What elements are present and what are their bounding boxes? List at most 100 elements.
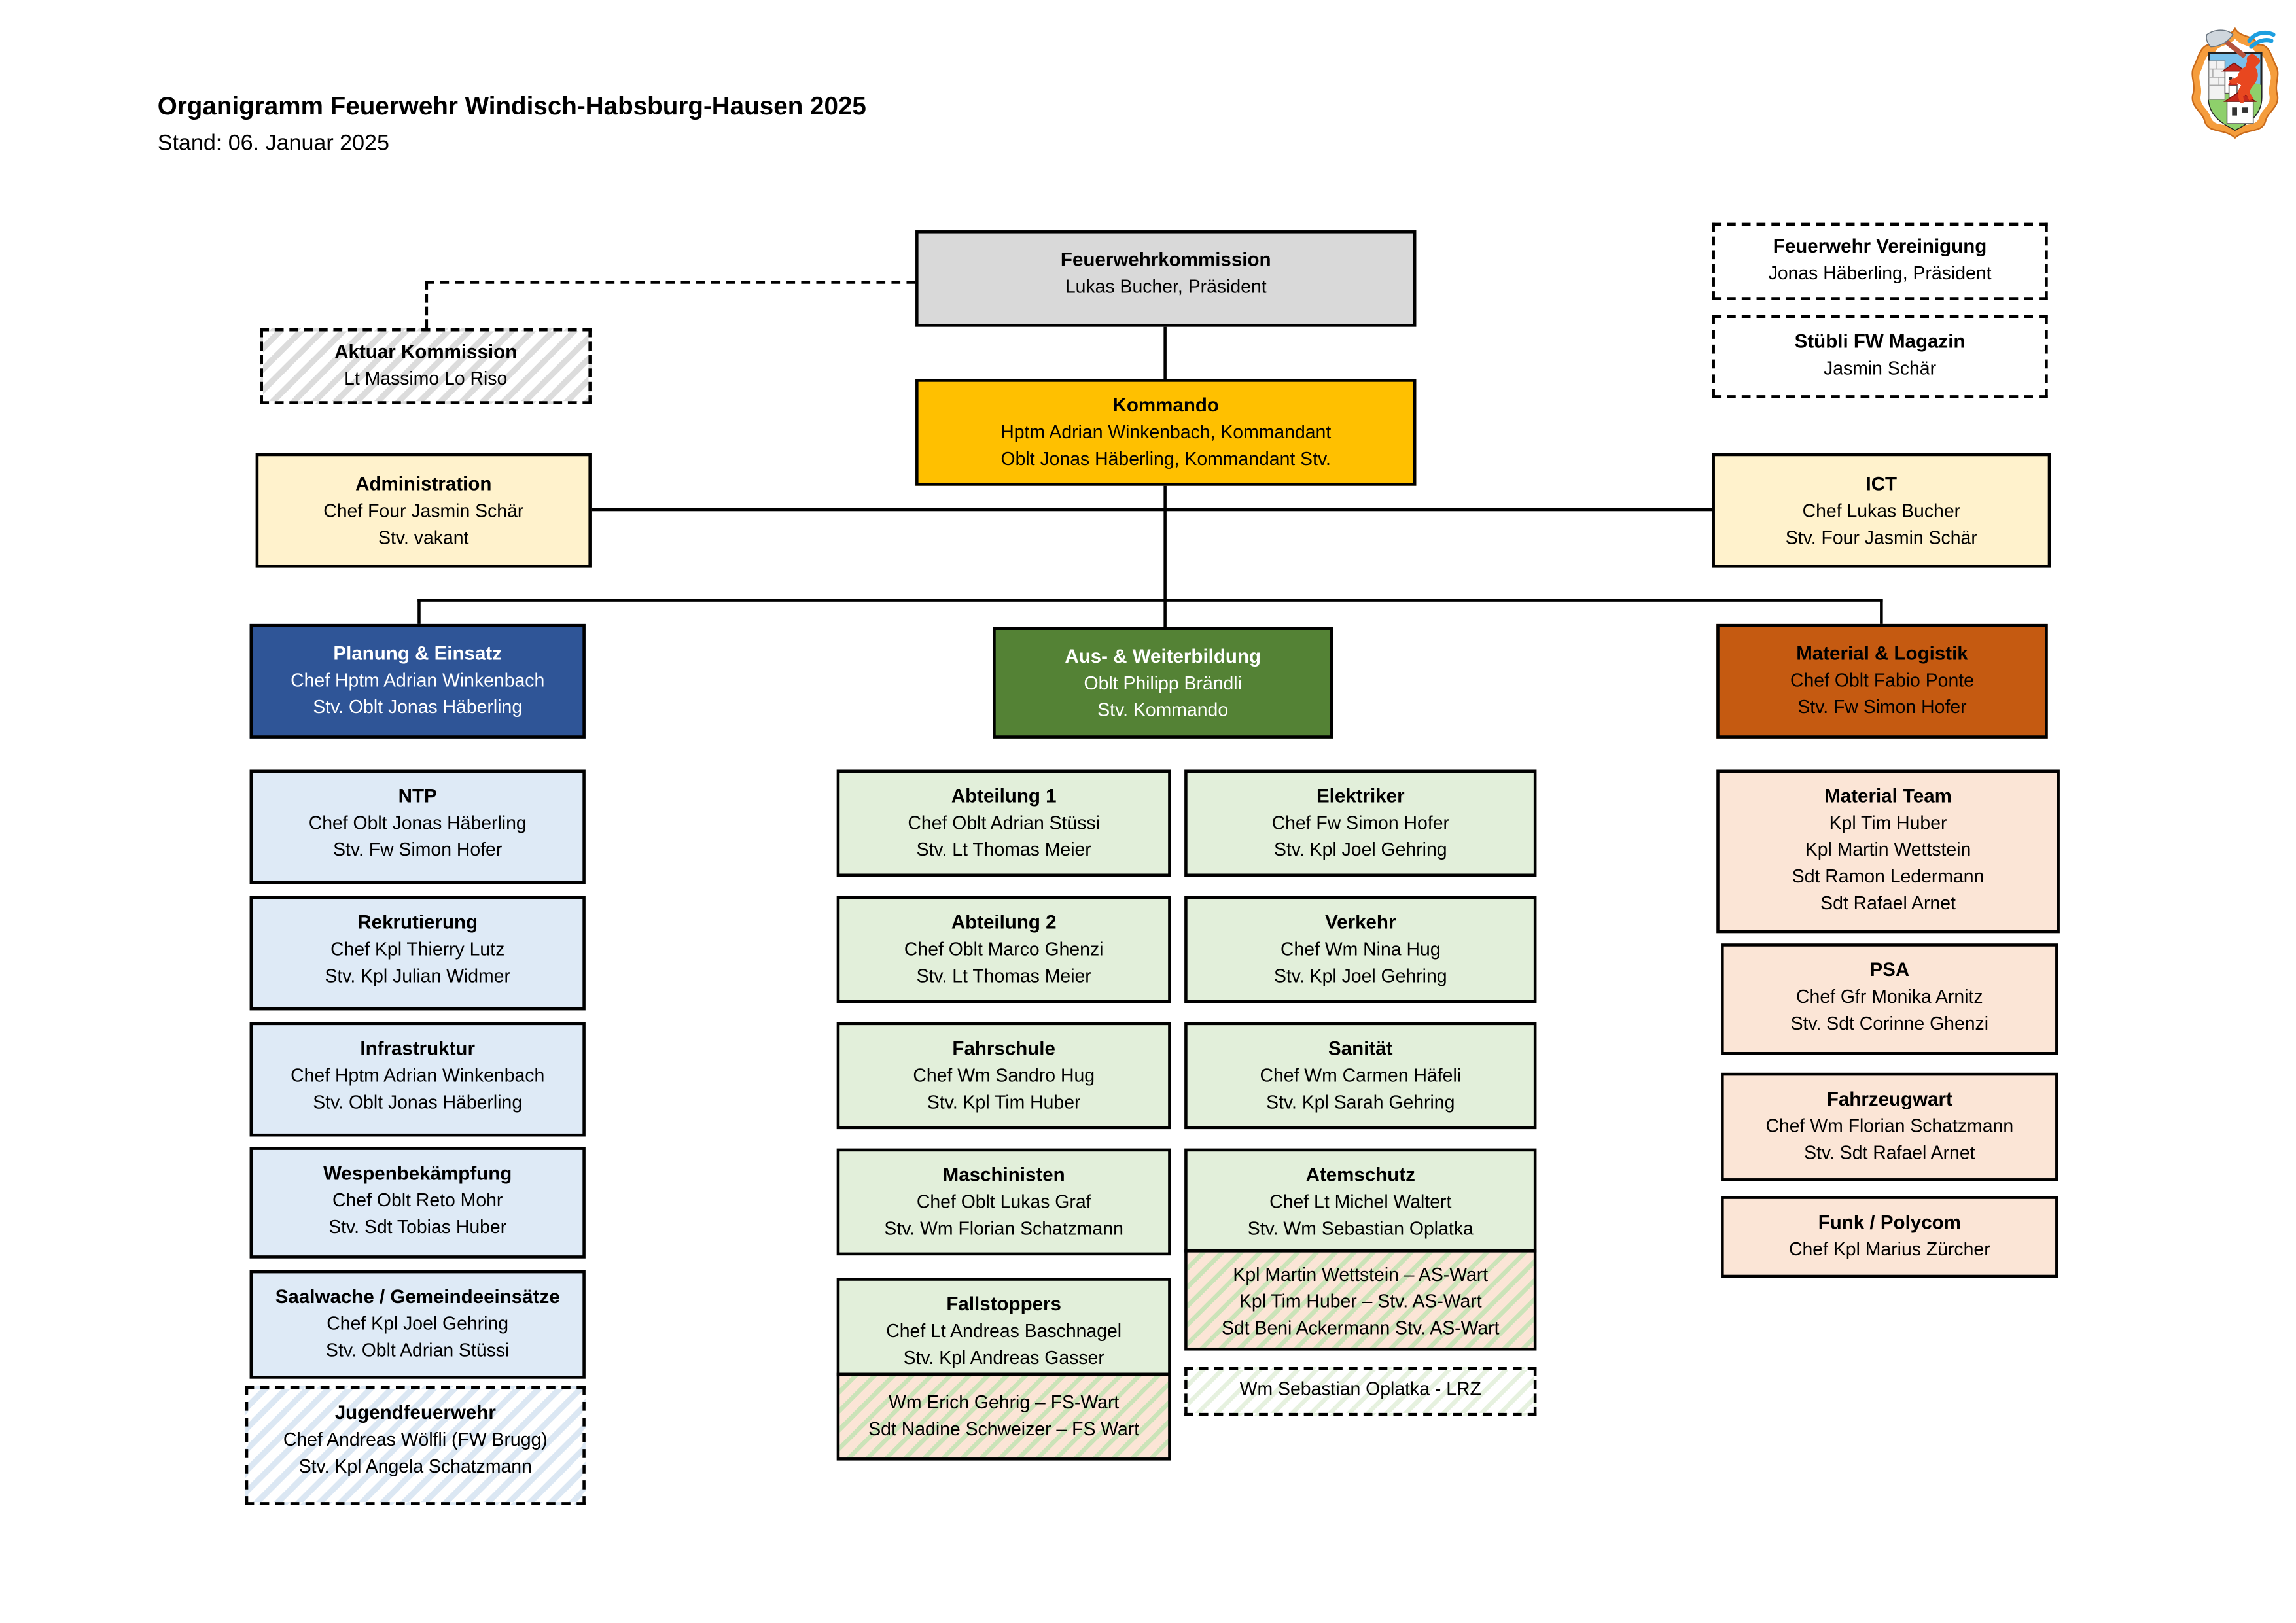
- org-box-aktuar-kommission: Aktuar Kommission Lt Massimo Lo Riso: [260, 328, 592, 404]
- connector-kommission-kommando: [1163, 326, 1167, 379]
- box-line: Chef Kpl Joel Gehring: [327, 1313, 509, 1335]
- box-line: Kpl Tim Huber – Stv. AS-Wart: [1239, 1291, 1482, 1312]
- box-line: Sdt Ramon Ledermann: [1792, 866, 1985, 887]
- box-line: Stv. Lt Thomas Meier: [916, 839, 1091, 861]
- box-line: Lt Massimo Lo Riso: [344, 368, 508, 390]
- box-title: Verkehr: [1325, 911, 1396, 934]
- box-line: Stv. vakant: [378, 527, 469, 549]
- box-title: Planung & Einsatz: [333, 642, 502, 665]
- box-title: Fahrschule: [952, 1037, 1055, 1060]
- box-line: Chef Gfr Monika Arnitz: [1796, 986, 1983, 1007]
- box-line: Stv. Kpl Joel Gehring: [1273, 966, 1447, 987]
- box-line: Kpl Martin Wettstein: [1805, 839, 1971, 861]
- box-line: Stv. Oblt Jonas Häberling: [313, 697, 523, 718]
- box-line: Chef Lukas Bucher: [1802, 500, 1961, 522]
- box-title: Material Team: [1824, 784, 1952, 807]
- box-line: Chef Kpl Marius Zürcher: [1788, 1239, 1990, 1260]
- page-subtitle: Stand: 06. Januar 2025: [157, 130, 389, 156]
- box-line: Stv. Kpl Angela Schatzmann: [298, 1456, 532, 1477]
- fire-brigade-crest-logo: [2191, 27, 2279, 139]
- box-line: Chef Oblt Fabio Ponte: [1790, 670, 1974, 691]
- box-line: Sdt Beni Ackermann Stv. AS-Wart: [1222, 1318, 1500, 1339]
- box-line: Stv. Oblt Adrian Stüssi: [326, 1340, 510, 1361]
- box-title: Kommando: [1112, 393, 1219, 416]
- box-line: Hptm Adrian Winkenbach, Kommandant: [1000, 422, 1332, 443]
- box-line: Kpl Tim Huber: [1829, 812, 1947, 834]
- box-title: Fallstoppers: [946, 1292, 1061, 1316]
- box-title: Abteilung 1: [951, 784, 1057, 807]
- box-title: Feuerwehr Vereinigung: [1773, 234, 1987, 257]
- box-title: ICT: [1865, 472, 1898, 495]
- box-title: Feuerwehrkommission: [1060, 248, 1271, 271]
- connector-admin-ict: [591, 508, 1712, 512]
- box-title: Maschinisten: [942, 1163, 1065, 1186]
- box-line: Stv. Kpl Tim Huber: [927, 1092, 1081, 1113]
- box-title: Aus- & Weiterbildung: [1065, 644, 1262, 667]
- box-title: Jugendfeuerwehr: [334, 1401, 496, 1423]
- connector-drop-planung: [417, 599, 421, 624]
- box-line: Chef Oblt Adrian Stüssi: [908, 812, 1100, 834]
- box-title: Wespenbekämpfung: [323, 1162, 512, 1185]
- box-title: Saalwache / Gemeindeeinsätze: [275, 1285, 560, 1308]
- box-line: Jonas Häberling, Präsident: [1768, 263, 1992, 284]
- box-line: Stv. Four Jasmin Schär: [1785, 527, 1977, 549]
- box-title: NTP: [398, 784, 437, 807]
- box-title: Elektriker: [1316, 784, 1405, 807]
- box-line: Stv. Wm Florian Schatzmann: [884, 1218, 1123, 1240]
- box-line: Stv. Kpl Julian Widmer: [325, 966, 510, 987]
- box-line: Kpl Martin Wettstein – AS-Wart: [1233, 1264, 1489, 1285]
- box-line: Sdt Nadine Schweizer – FS Wart: [868, 1418, 1140, 1440]
- box-line: Oblt Philipp Brändli: [1084, 672, 1242, 694]
- box-title: Abteilung 2: [951, 911, 1057, 934]
- box-line: Stv. Fw Simon Hofer: [333, 839, 503, 861]
- box-line: Chef Oblt Marco Ghenzi: [904, 939, 1104, 960]
- connector-dashed-aktuar-h: [425, 281, 916, 284]
- box-title: Atemschutz: [1305, 1163, 1415, 1186]
- box-line: Chef Oblt Lukas Graf: [916, 1191, 1091, 1213]
- box-line: Chef Hptm Adrian Winkenbach: [291, 670, 545, 691]
- box-line: Stv. Kommando: [1097, 699, 1229, 721]
- connector-dashed-aktuar-v: [425, 281, 429, 328]
- box-line: Chef Oblt Reto Mohr: [332, 1190, 503, 1212]
- connector-kommando-stem: [1163, 485, 1167, 601]
- box-title: Aktuar Kommission: [334, 340, 518, 363]
- box-line: Chef Lt Andreas Baschnagel: [886, 1321, 1122, 1342]
- box-line: Stv. Wm Sebastian Oplatka: [1247, 1218, 1474, 1240]
- org-box-lrz-annex: Wm Sebastian Oplatka - LRZ: [1184, 1367, 1537, 1416]
- box-line: Chef Wm Carmen Häfeli: [1260, 1065, 1462, 1087]
- box-line: Chef Wm Florian Schatzmann: [1765, 1115, 2014, 1137]
- box-line: Stv. Kpl Andreas Gasser: [903, 1347, 1104, 1369]
- box-line: Stv. Sdt Rafael Arnet: [1804, 1142, 1975, 1164]
- box-title: Material & Logistik: [1796, 642, 1968, 665]
- box-line: Chef Four Jasmin Schär: [323, 500, 524, 522]
- connector-drop-ausbildung: [1163, 599, 1167, 627]
